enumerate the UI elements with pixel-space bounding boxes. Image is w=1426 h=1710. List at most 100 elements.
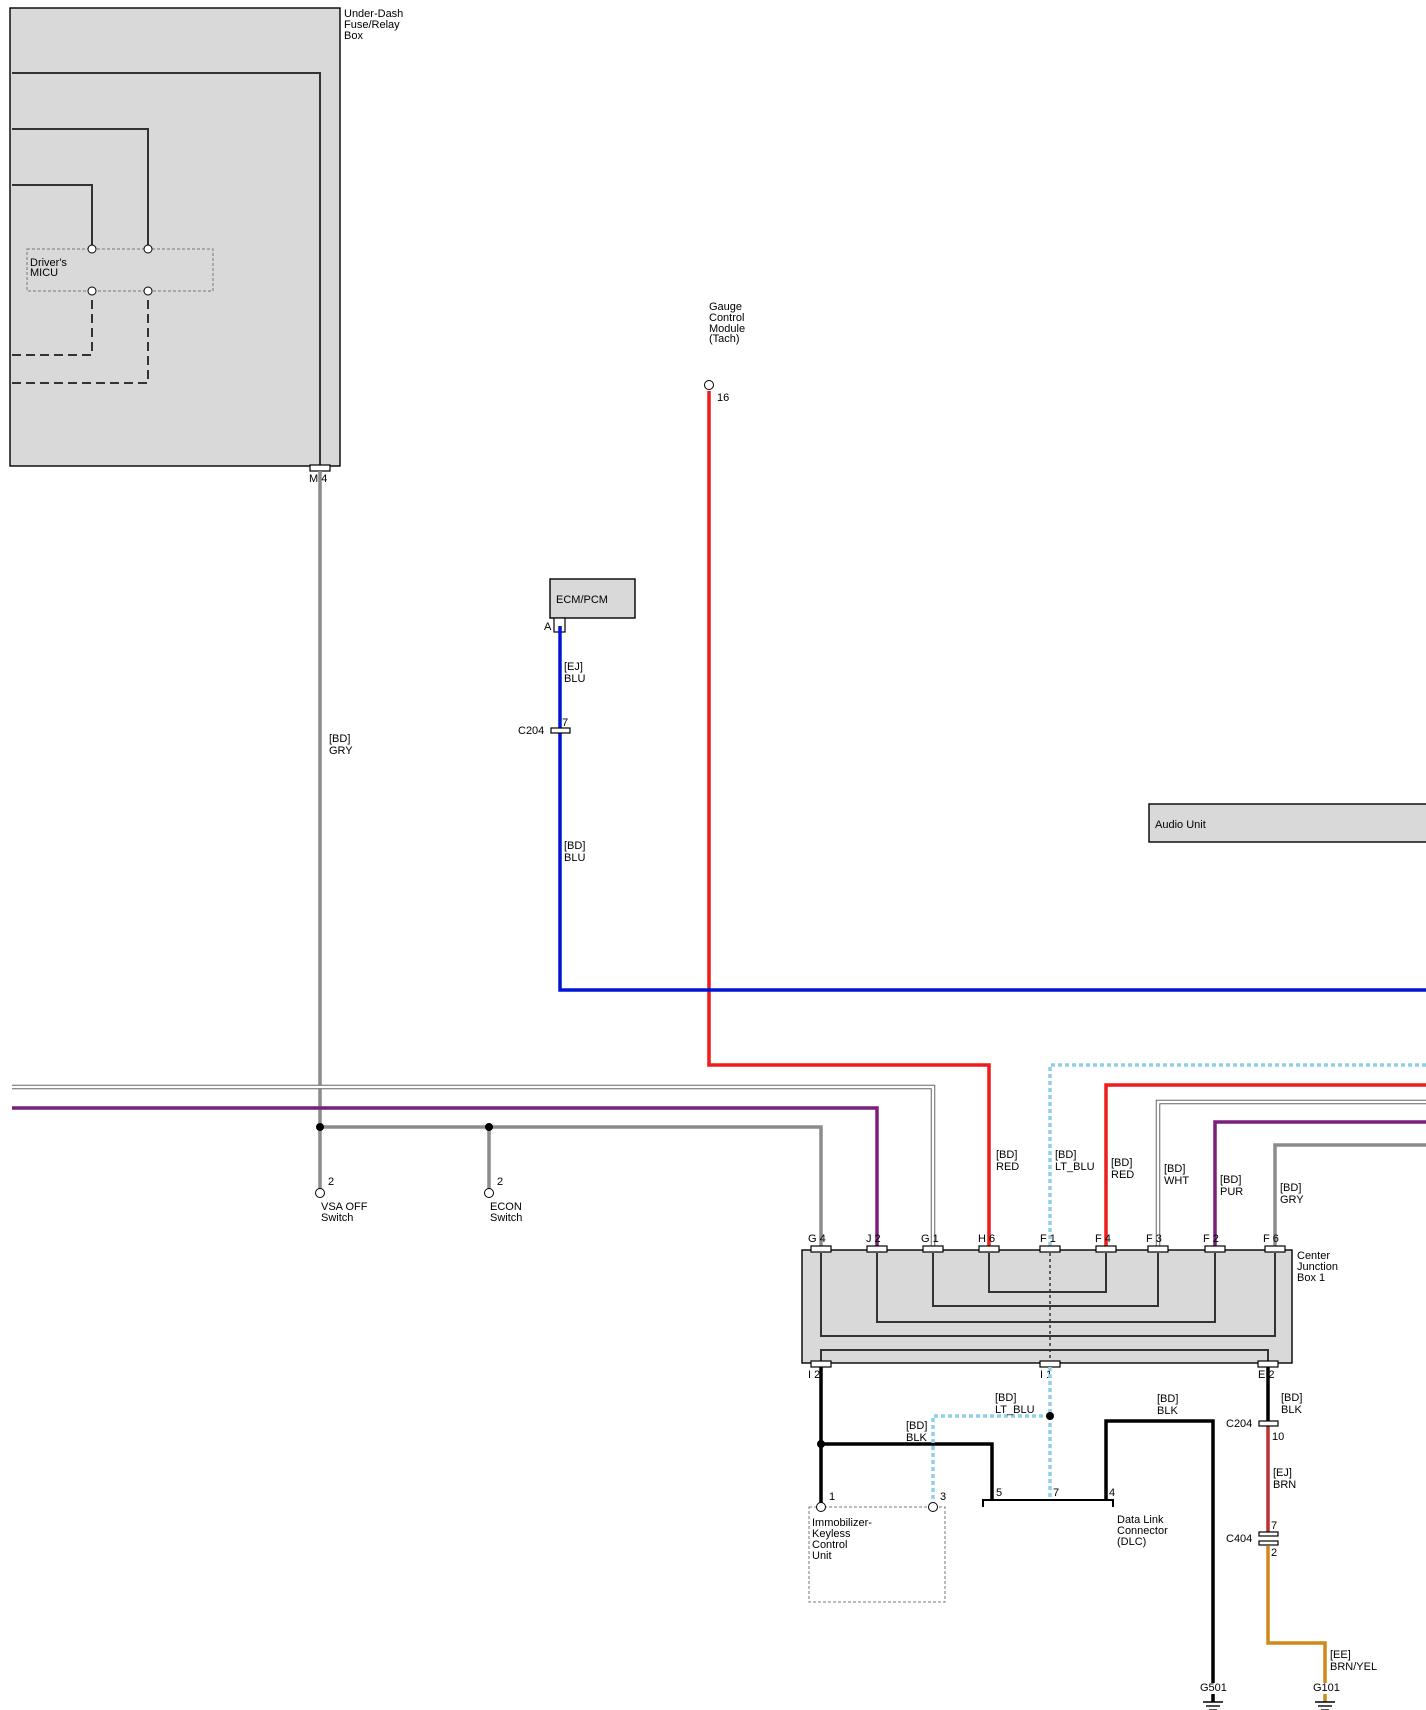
label-bd-ltblu-f1-1: [BD] bbox=[1055, 1149, 1076, 1161]
label-bd-blu-1: [BD] bbox=[564, 840, 585, 852]
connector-g4 bbox=[810, 1245, 832, 1253]
connector-i2 bbox=[810, 1360, 832, 1368]
immob-pin-1: 1 bbox=[829, 1491, 835, 1503]
connector-j2 bbox=[866, 1245, 888, 1253]
pin-g1: G 1 bbox=[921, 1233, 939, 1245]
connector-f2 bbox=[1204, 1245, 1226, 1253]
vsa-pin-2: 2 bbox=[328, 1176, 334, 1188]
label-bd-pur-f2-1: [BD] bbox=[1220, 1174, 1241, 1186]
wire-gry-g4 bbox=[320, 1125, 823, 1250]
connector-i1 bbox=[1039, 1360, 1061, 1368]
ecm-pcm: ECM/PCM A 26 bbox=[544, 578, 636, 633]
center-junction-box-1: Center Junction Box 1 G 4 J 2 G 1 H 6 F … bbox=[801, 1233, 1338, 1381]
vsa-off-switch: 2 VSA OFF Switch bbox=[315, 1176, 368, 1224]
econ-switch: 2 ECON Switch bbox=[484, 1176, 522, 1224]
econ-label-1: ECON bbox=[490, 1201, 522, 1213]
connector-h6 bbox=[978, 1245, 1000, 1253]
label-bd-blk-e2-1: [BD] bbox=[1281, 1392, 1302, 1404]
wire-ltblu-immob bbox=[931, 1414, 1050, 1503]
micu-pin bbox=[143, 286, 153, 296]
dlc-pin-4: 4 bbox=[1109, 1487, 1115, 1499]
splice-blk bbox=[817, 1440, 825, 1448]
econ-label-2: Switch bbox=[490, 1212, 522, 1224]
label-bd-wht-f3-1: [BD] bbox=[1164, 1163, 1185, 1175]
label-bd-ltblu-low-2: LT_BLU bbox=[995, 1404, 1035, 1416]
immob-label-1: Immobilizer- bbox=[812, 1517, 872, 1529]
dlc-label-1: Data Link bbox=[1117, 1514, 1164, 1526]
label-bd-ltblu-low-1: [BD] bbox=[995, 1392, 1016, 1404]
label-ej-blu-2: BLU bbox=[564, 673, 585, 685]
label-ee-brnyel-2: BRN/YEL bbox=[1330, 1661, 1377, 1673]
connector-e2 bbox=[1257, 1360, 1279, 1368]
c404-pin-2: 2 bbox=[1271, 1547, 1277, 1559]
label-bd-blk-dlc-2: BLK bbox=[1157, 1405, 1178, 1417]
wire-pur-j2 bbox=[12, 1106, 879, 1250]
pin-f1: F 1 bbox=[1040, 1233, 1056, 1245]
pin-f2: F 2 bbox=[1203, 1233, 1219, 1245]
wire-wht-f3 bbox=[1155, 1099, 1426, 1250]
label-ee-brnyel-1: [EE] bbox=[1330, 1649, 1351, 1661]
wire-brnyel-ee bbox=[1266, 1546, 1327, 1702]
pin-j2: J 2 bbox=[866, 1233, 881, 1245]
ground-g101 bbox=[1315, 1701, 1335, 1710]
ground-label-g101: G101 bbox=[1313, 1682, 1340, 1694]
immob-label-4: Unit bbox=[812, 1550, 832, 1562]
audio-unit: Audio Unit bbox=[1148, 803, 1426, 843]
wire-ltblu-f1 bbox=[1048, 1063, 1426, 1250]
label-bd-blk-immob-2: BLK bbox=[906, 1432, 927, 1444]
gauge-label-1: Gauge bbox=[709, 301, 742, 313]
micu-pin bbox=[87, 286, 97, 296]
gauge-control-module: Gauge Control Module (Tach) 16 bbox=[709, 301, 745, 404]
wire-wht-g1 bbox=[12, 1084, 936, 1250]
data-link-connector: 5 7 4 Data Link Connector (DLC) bbox=[982, 1487, 1168, 1548]
micu-pin bbox=[87, 244, 97, 254]
ground-g501 bbox=[1203, 1701, 1223, 1710]
ground-label-g501: G501 bbox=[1200, 1682, 1227, 1694]
pin-h6: H 6 bbox=[978, 1233, 995, 1245]
dlc-pin-7: 7 bbox=[1053, 1487, 1059, 1499]
c404-label: C404 bbox=[1226, 1533, 1252, 1545]
splice-ltblu bbox=[1046, 1412, 1054, 1420]
splice-gry-vsa bbox=[316, 1123, 324, 1131]
gauge-pin-16-terminal bbox=[704, 380, 714, 390]
econ-pin-2: 2 bbox=[497, 1176, 503, 1188]
vsa-label-1: VSA OFF bbox=[321, 1201, 368, 1213]
c204-label: C204 bbox=[518, 725, 544, 737]
pin-f4: F 4 bbox=[1095, 1233, 1111, 1245]
label-bd-gry-f6-1: [BD] bbox=[1280, 1182, 1301, 1194]
label-bd-gry-1: [BD] bbox=[329, 733, 350, 745]
immob-label-3: Control bbox=[812, 1539, 847, 1551]
micu-label-1: Driver's bbox=[30, 257, 67, 269]
immob-pin-3: 3 bbox=[940, 1491, 946, 1503]
wire-pur-f2 bbox=[1213, 1120, 1426, 1250]
label-bd-red-h6-2: RED bbox=[996, 1161, 1019, 1173]
connector-g1 bbox=[922, 1245, 944, 1253]
c204b-pin-10: 10 bbox=[1272, 1431, 1284, 1443]
cjb-label-2: Junction bbox=[1297, 1261, 1338, 1273]
label-bd-blk-immob-1: [BD] bbox=[906, 1420, 927, 1432]
label-bd-red-f4-2: RED bbox=[1111, 1169, 1134, 1181]
wire-gry-f6 bbox=[1273, 1143, 1426, 1250]
label-bd-gry-f6-2: GRY bbox=[1280, 1194, 1304, 1206]
splice-gry-econ bbox=[485, 1123, 493, 1131]
c404-pin-7: 7 bbox=[1271, 1520, 1277, 1532]
ecm-label: ECM/PCM bbox=[556, 594, 608, 606]
micu-label-2: MICU bbox=[30, 267, 58, 279]
gauge-label-3: Module bbox=[709, 323, 745, 335]
wire-red-f4 bbox=[1104, 1083, 1426, 1250]
connector-m4 bbox=[309, 464, 331, 472]
micu-pin bbox=[143, 244, 153, 254]
c204-pin-7: 7 bbox=[562, 717, 568, 729]
dlc-label-3: (DLC) bbox=[1117, 1536, 1146, 1548]
connector-f3 bbox=[1147, 1245, 1169, 1253]
pin-m4-label: M 4 bbox=[309, 473, 327, 485]
label-bd-ltblu-f1-2: LT_BLU bbox=[1055, 1161, 1095, 1173]
cjb-label-1: Center bbox=[1297, 1250, 1330, 1262]
label-bd-blu-2: BLU bbox=[564, 852, 585, 864]
immobilizer-keyless-control-unit: 1 3 Immobilizer- Keyless Control Unit bbox=[808, 1491, 946, 1603]
fuse-box-label-2: Fuse/Relay bbox=[344, 19, 400, 31]
label-bd-blk-dlc-1: [BD] bbox=[1157, 1393, 1178, 1405]
connector-c204: C204 7 bbox=[518, 717, 571, 737]
under-dash-fuse-relay-box: Under-Dash Fuse/Relay Box Driver's MICU … bbox=[9, 7, 403, 485]
